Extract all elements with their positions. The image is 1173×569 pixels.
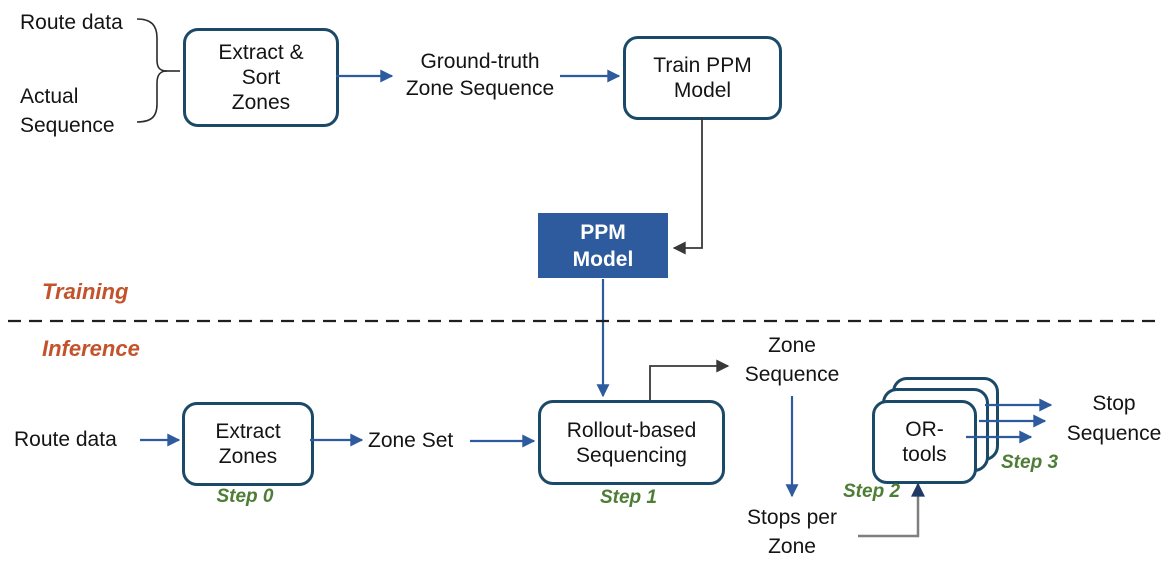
step-0-label: Step 0 [216,486,274,507]
stop-sequence-label: Stop Sequence [1066,392,1162,445]
zone-sequence-label: Zone Sequence [744,334,840,386]
training-input-route-data: Route data [20,11,123,34]
step-2-label: Step 2 [843,481,901,502]
extract-zones-node: Extract Zones [182,402,314,486]
stops-per-zone-label: Stops per Zone [747,506,837,558]
step-1-label: Step 1 [599,487,658,508]
rollout-sequencing-node: Rollout-based Sequencing [538,400,725,485]
arrow-rollout-to-zonesequence [649,359,730,400]
ppm-model-node: PPM Model [538,213,668,278]
inference-section-label: Inference [42,336,140,361]
zone-set-label: Zone Set [368,429,454,452]
input-group-brace [136,18,168,123]
or-tools-node: OR- tools [872,400,977,484]
step-3-label: Step 3 [1001,452,1059,473]
ground-truth-zone-sequence-label: Ground-truth Zone Sequence [405,50,555,100]
arrow-train-to-ppm [672,117,703,255]
extract-sort-zones-node: Extract & Sort Zones [183,28,339,127]
inference-input-route-data: Route data [14,428,117,451]
training-section-label: Training [42,279,129,304]
training-input-actual-sequence: Actual Sequence [20,85,115,137]
train-ppm-model-node: Train PPM Model [623,36,782,120]
